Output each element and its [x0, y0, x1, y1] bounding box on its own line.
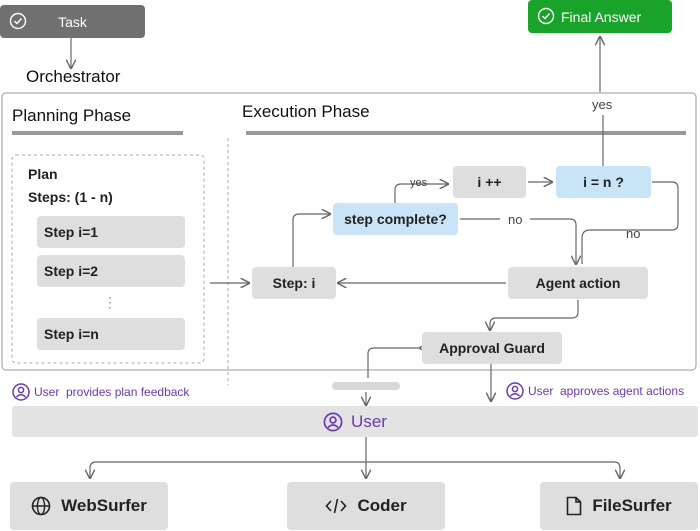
step-complete-node: step complete? — [333, 203, 458, 235]
planning-phase-title: Planning Phase — [12, 106, 132, 125]
plan-step-label: Step i=2 — [44, 263, 99, 279]
plan-step-2: Step i=2 — [37, 255, 185, 287]
user-icon — [506, 382, 524, 400]
user-icon — [12, 383, 30, 401]
filesurfer-label: FileSurfer — [592, 496, 672, 515]
approves-note: User approves agent actions — [506, 382, 684, 400]
plan-ellipsis: ⋮ — [103, 294, 117, 310]
step-i-label: Step: i — [272, 275, 316, 291]
user-icon — [323, 412, 343, 431]
yes-label: yes — [592, 97, 613, 112]
final-answer-node: Final Answer — [528, 0, 672, 33]
final-answer-label: Final Answer — [561, 8, 642, 25]
i-increment-node: i ++ — [453, 166, 526, 198]
check-circle-icon — [537, 7, 555, 25]
task-label: Task — [58, 13, 87, 30]
plan-steps: Steps: (1 - n) — [28, 189, 113, 205]
approves-text: User approves agent actions — [528, 384, 685, 398]
plan-feedback-text: User provides plan feedback — [34, 385, 190, 399]
plan-step-1: Step i=1 — [37, 216, 185, 248]
execution-phase-title: Execution Phase — [242, 102, 370, 121]
no-label: no — [626, 226, 641, 241]
approval-guard-node: Approval Guard — [422, 332, 562, 364]
websurfer-label: WebSurfer — [61, 496, 147, 515]
i-increment-label: i ++ — [477, 174, 502, 190]
approval-guard-label: Approval Guard — [439, 340, 545, 356]
task-node: Task — [0, 5, 145, 38]
user-bar-label: User — [351, 411, 387, 431]
agent-action-label: Agent action — [535, 275, 621, 291]
plan-step-n: Step i=n — [37, 318, 185, 350]
agent-action-node: Agent action — [508, 267, 648, 299]
file-icon — [567, 496, 582, 516]
plan-feedback-note: User provides plan feedback — [12, 383, 189, 401]
i-equals-n-label: i = n ? — [583, 174, 624, 190]
no-label: no — [508, 212, 523, 227]
step-i-node: Step: i — [252, 267, 336, 299]
websurfer-agent: WebSurfer — [10, 482, 168, 530]
user-bar: User — [12, 406, 698, 437]
yes-label: yes — [410, 177, 428, 189]
plan-step-label: Step i=n — [44, 326, 99, 342]
coder-label: Coder — [357, 496, 407, 515]
orchestrator-label: Orchestrator — [26, 67, 121, 86]
coder-agent: Coder — [287, 482, 445, 530]
i-equals-n-node: i = n ? — [556, 166, 651, 198]
check-circle-icon — [9, 12, 27, 30]
plan-step-label: Step i=1 — [44, 224, 99, 240]
step-complete-label: step complete? — [344, 211, 447, 227]
plan-title: Plan — [28, 166, 58, 182]
filesurfer-agent: FileSurfer — [540, 482, 698, 530]
code-icon — [325, 498, 348, 514]
globe-icon — [31, 496, 51, 516]
